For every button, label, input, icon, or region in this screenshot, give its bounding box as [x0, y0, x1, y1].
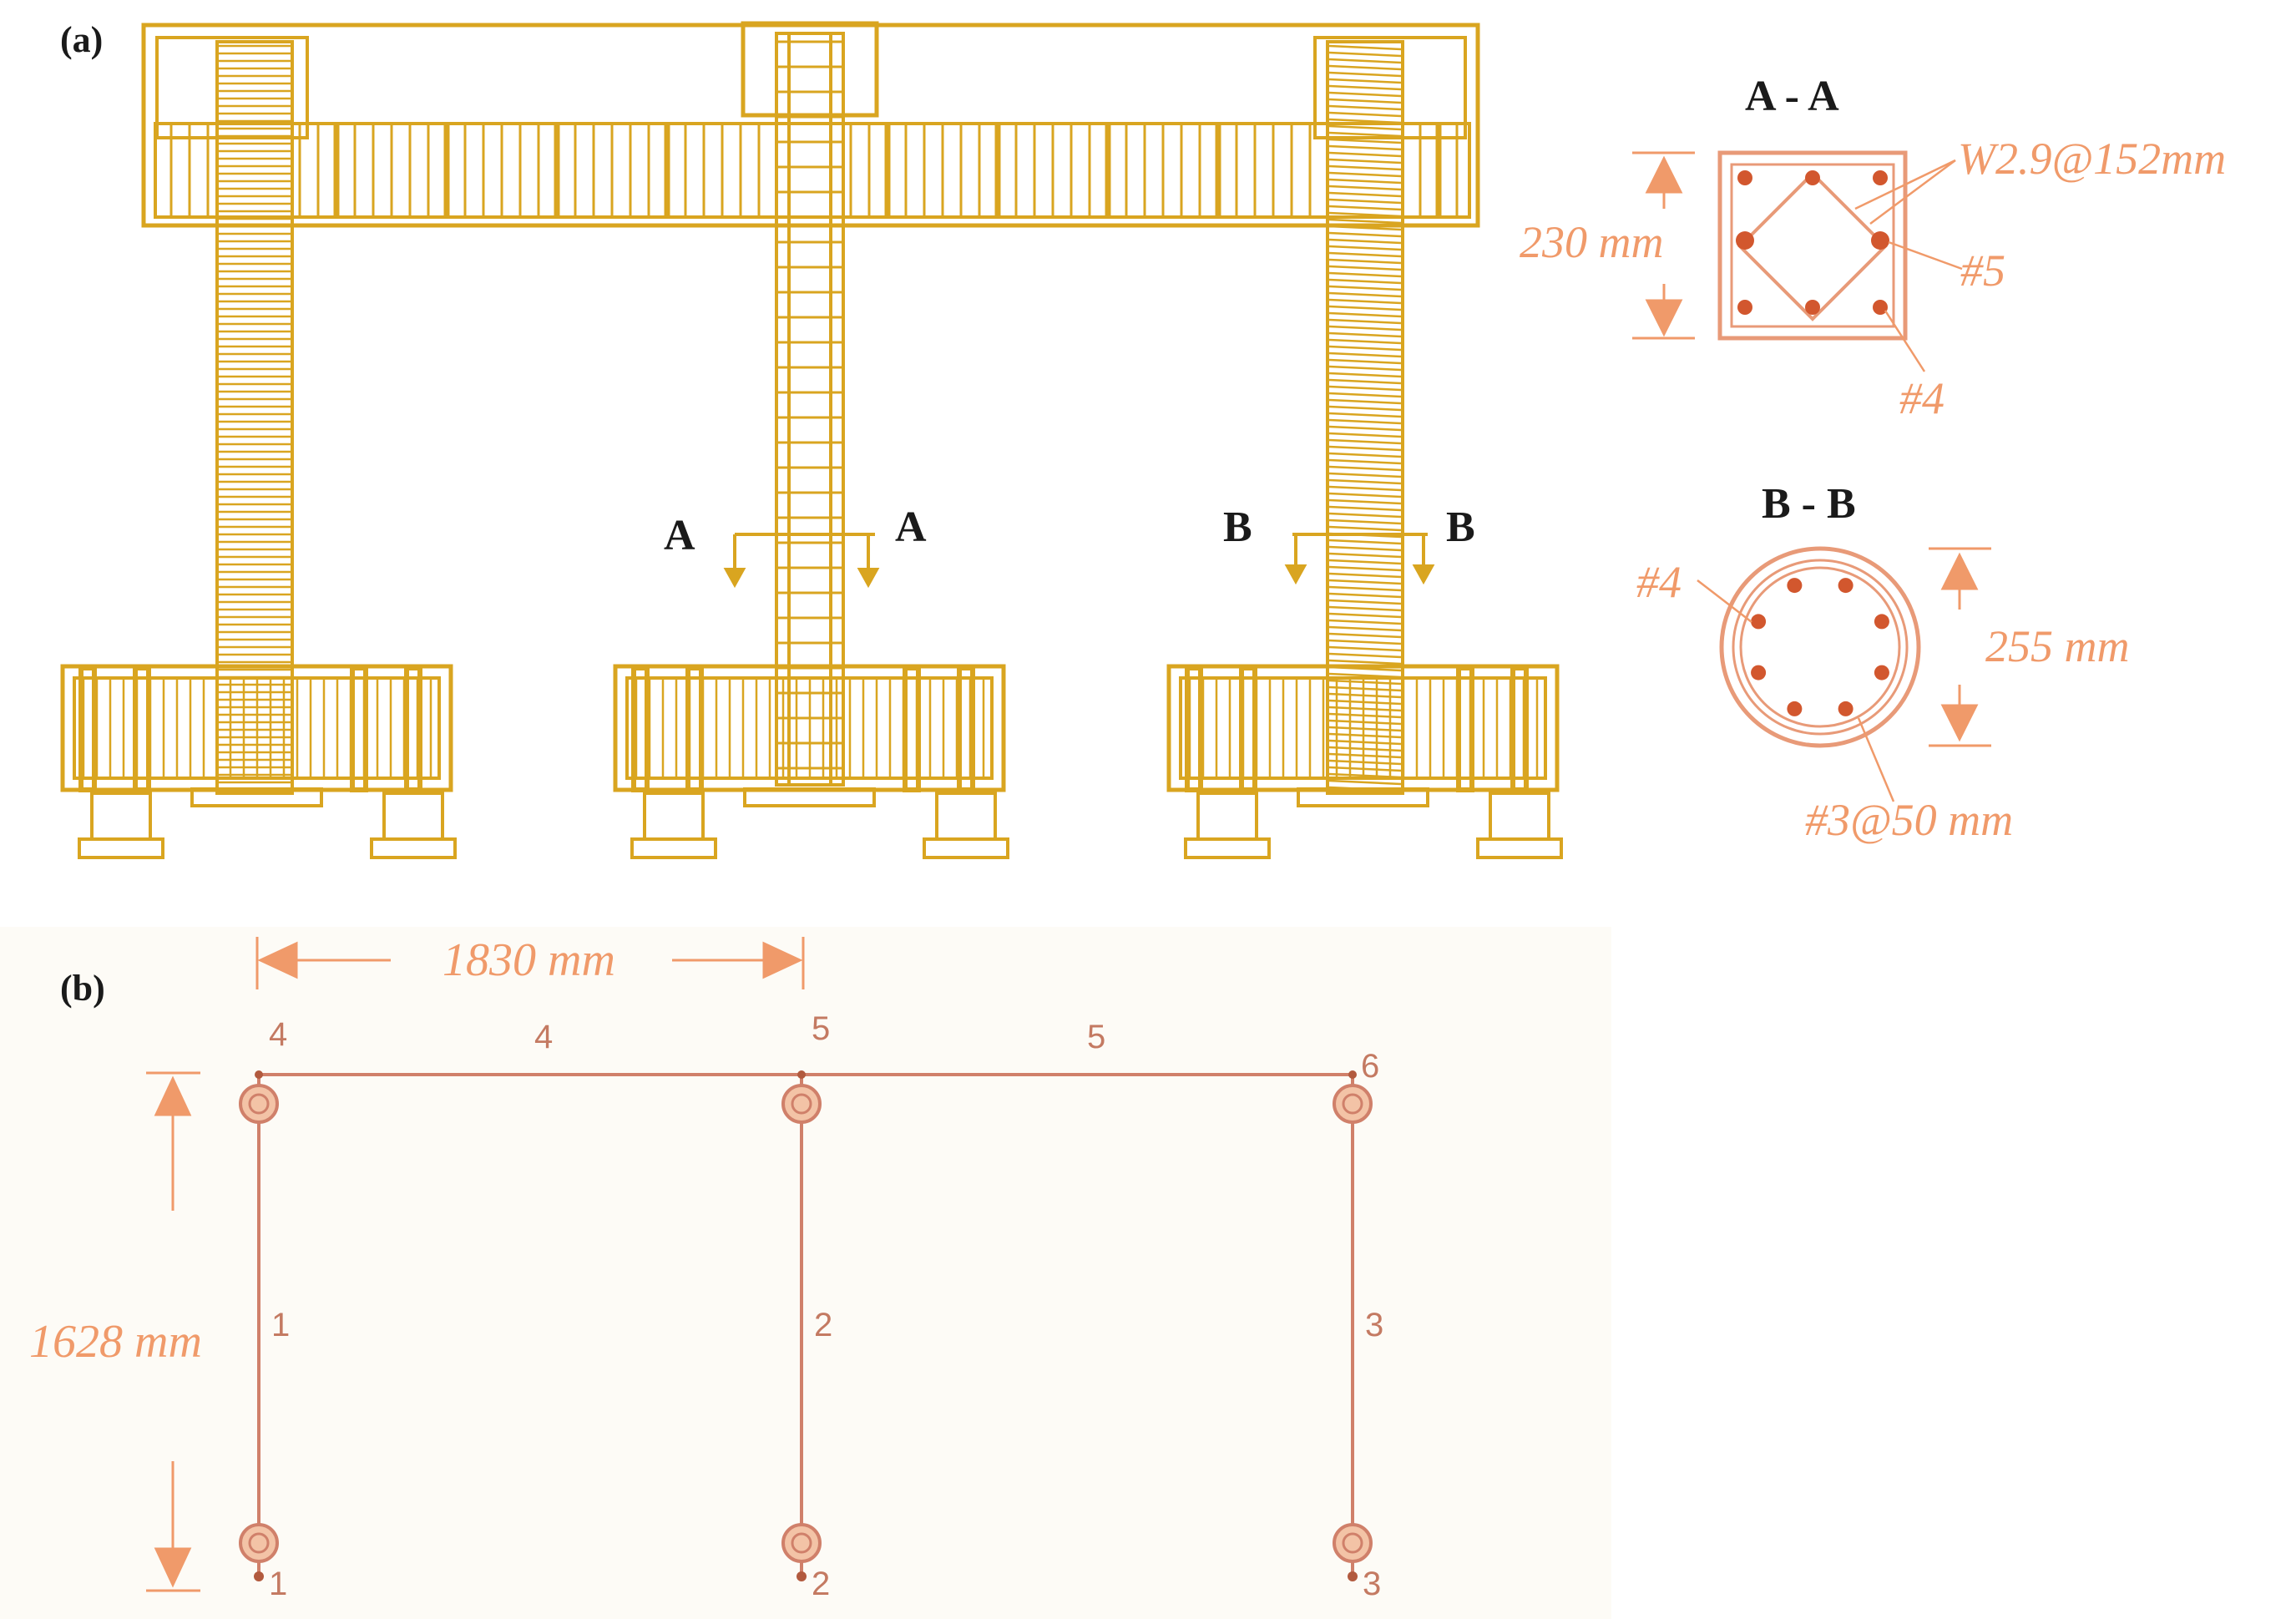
- height-dimension: [146, 1071, 200, 1592]
- section-aa-bar4-label: #4: [1899, 373, 1945, 423]
- section-bb-diameter-label: 255 mm: [1985, 621, 2130, 671]
- node-marker: [254, 1571, 264, 1581]
- element-label: 2: [814, 1307, 832, 1343]
- plastic-hinge-marker: [239, 1084, 279, 1124]
- rebar-bar: [1874, 614, 1889, 630]
- plastic-hinge-marker-inner: [791, 1093, 812, 1115]
- section-bb-leaders: [1697, 579, 1895, 802]
- section-bb: B - B #4 255 mm #3@50 mm: [1636, 480, 2130, 845]
- node-label: 2: [812, 1566, 830, 1602]
- right-column-spiral: [1328, 44, 1402, 792]
- section-cut-markers: [723, 533, 1435, 589]
- cut-b-right-label: B: [1446, 503, 1475, 551]
- section-aa-tie-label: W2.9@152mm: [1958, 134, 2226, 184]
- section-aa-bars: [1736, 170, 1889, 315]
- plastic-hinge-marker-inner: [1342, 1532, 1363, 1554]
- footing: [60, 664, 457, 859]
- section-aa-dimension: [1632, 151, 1695, 340]
- section-bb-spiral-label: #3@50 mm: [1805, 795, 2013, 845]
- plastic-hinge-marker: [781, 1523, 822, 1563]
- node-label: 6: [1361, 1048, 1379, 1085]
- middle-column-ties: [776, 40, 843, 770]
- plastic-hinge-marker-inner: [248, 1532, 270, 1554]
- element-label: 3: [1365, 1307, 1383, 1343]
- element-label: 5: [1087, 1019, 1105, 1055]
- section-bb-bar-label: #4: [1636, 557, 1682, 607]
- span-dimension: [255, 937, 805, 989]
- plastic-hinge-marker-inner: [1342, 1093, 1363, 1115]
- section-aa-width-label: 230 mm: [1520, 217, 1664, 267]
- element-label: 4: [534, 1019, 553, 1055]
- plastic-hinge-marker: [239, 1523, 279, 1563]
- node-marker: [797, 1070, 806, 1079]
- section-bb-bars: [1751, 578, 1889, 716]
- footings: [60, 664, 1563, 859]
- node-label: 5: [812, 1010, 830, 1047]
- section-aa-title: A - A: [1745, 73, 1839, 120]
- right-column: [1313, 36, 1467, 795]
- footing: [613, 664, 1009, 859]
- plastic-hinge-marker: [781, 1084, 822, 1124]
- node-label: 1: [269, 1566, 287, 1602]
- plastic-hinge-marker-inner: [791, 1532, 812, 1554]
- rebar-bar: [1751, 665, 1767, 680]
- plastic-hinge-marker-inner: [248, 1093, 270, 1115]
- node-marker: [1348, 1571, 1358, 1581]
- panel-b-label: (b): [60, 968, 105, 1009]
- height-label: 1628 mm: [29, 1316, 202, 1368]
- plastic-hinge-marker: [1333, 1084, 1373, 1124]
- section-aa-leaders: [1854, 159, 1963, 372]
- middle-column: [741, 21, 879, 787]
- plastic-hinge-marker: [1333, 1523, 1373, 1563]
- beam-stirrups: [169, 125, 1459, 215]
- section-bb-title: B - B: [1762, 480, 1856, 528]
- node-label: 4: [269, 1016, 287, 1053]
- top-beam: [141, 23, 1480, 228]
- cut-b-left-label: B: [1223, 503, 1252, 551]
- panel-b-background: [0, 927, 1611, 1619]
- rebar-bar: [1838, 701, 1853, 716]
- rebar-bar: [1751, 614, 1767, 630]
- rebar-bar: [1838, 578, 1853, 594]
- rebar-bar: [1787, 578, 1803, 594]
- rebar-bar: [1874, 665, 1889, 680]
- section-aa: A - A 230 mm W2.9@152mm #5: [1520, 73, 2226, 423]
- node-marker: [255, 1070, 263, 1079]
- cut-a-right-label: A: [895, 503, 927, 551]
- frame-reinforcement-drawing: [60, 21, 1563, 859]
- frame-analytical-model: 1 2 3 4 5 6 1 2 3 4 5: [239, 1010, 1383, 1602]
- panel-a-label: (a): [60, 19, 103, 60]
- section-bb-dimension: [1929, 547, 1991, 747]
- span-label: 1830 mm: [443, 934, 615, 986]
- element-label: 1: [271, 1307, 290, 1343]
- node-marker: [1348, 1070, 1357, 1079]
- section-aa-bar5-label: #5: [1960, 245, 2005, 296]
- left-column-ties: [219, 44, 291, 784]
- cut-a-left-label: A: [664, 512, 695, 559]
- node-marker: [797, 1571, 807, 1581]
- rebar-bar: [1787, 701, 1803, 716]
- footing: [1166, 664, 1563, 859]
- node-label: 3: [1363, 1566, 1381, 1602]
